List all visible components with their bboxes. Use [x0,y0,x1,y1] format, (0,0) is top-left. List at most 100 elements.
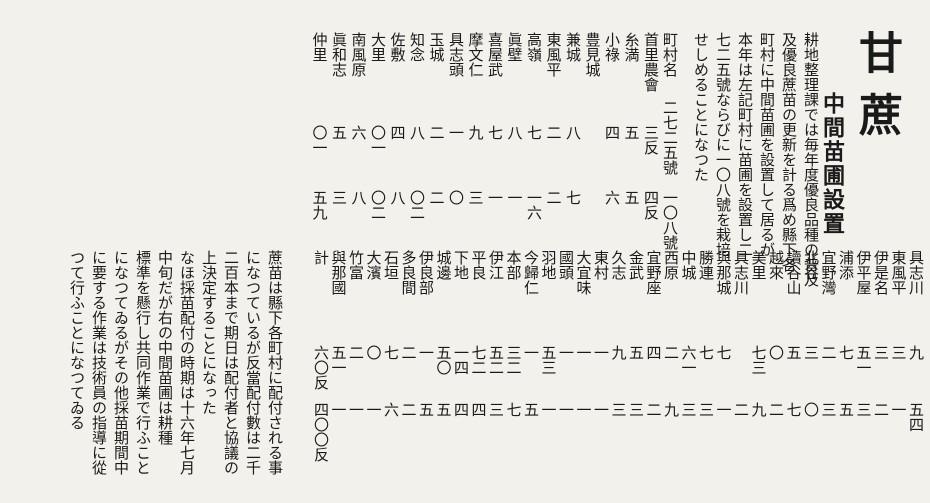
table-cell-v1: 〇 [364,345,383,360]
table-cell-place: 伊平屋 [854,250,873,295]
table-cell-place: 佐敷 [388,32,407,62]
closing-line: 二百本まで期日は配付者と協議の [222,250,240,475]
table-cell-v1: 五二 [487,345,505,375]
table-cell-v2: 五九 [310,190,329,220]
table-cell-v1: 七 [697,345,715,360]
table-cell-v1: 六 [349,125,368,140]
table-cell-place: 大宜味 [574,250,593,295]
table-cell-v1: 二 [347,345,365,360]
table-cell-v2: 三 [697,402,715,417]
table-cell-v1: 九 [466,125,485,140]
table-cell-v2: 〇 [447,190,465,205]
closing-line: に要する作業は技術員の指導に從 [90,250,108,475]
table-cell-v1: 五一 [329,345,348,375]
table-cell-place: 大濱 [364,250,383,280]
table-cell-v1: 九 [907,345,925,360]
article-title: 甘蔗 [851,30,902,154]
intro-line: 及優良蔗苗の更新を計る爲め縣下各 [780,32,798,272]
table-cell-v2: 六 [382,402,400,417]
table-cell-place: 伊江 [487,250,505,280]
table-cell-v2: 七 [564,190,582,205]
top-table-header-col1: 二七二五號 [661,100,679,175]
table-cell-v2: 一 [557,402,575,417]
intro-line: せしめることになつた [692,32,710,182]
table-cell-v1: 三 [802,345,820,360]
table-cell-place: 中城 [679,250,698,280]
table-cell-v2: 一 [347,402,365,417]
table-cell-v1: 七 [486,125,504,140]
table-cell-place: 下地 [452,250,470,280]
table-cell-v2: 一 [592,402,610,417]
table-cell-v2: 一 [329,402,348,417]
table-cell-v2: 二 [732,402,750,417]
table-cell-v2: 七 [504,402,523,417]
closing-line: 上決定することになった [200,250,218,415]
table-cell-place: 今歸仁 [522,250,540,295]
closing-line: つて行ふことになつてゐる [68,250,86,430]
table-cell-v1: 一 [417,345,435,360]
table-cell-v2: 〇二 [369,190,387,220]
table-cell-v1: 七 [525,125,543,140]
table-cell-v2: 八 [349,190,368,205]
table-cell-place: 計 [312,250,330,265]
table-cell-v1: 八 [505,125,524,140]
table-cell-place: 具志川 [732,250,750,295]
top-table-header-col2: 一〇八號 [661,190,679,250]
table-cell-place: 東風平 [544,32,563,77]
table-cell-v1: 一 [574,345,593,360]
table-cell-place: 北谷 [802,250,820,280]
table-cell-place: 知念 [408,32,426,62]
table-cell-place: 美里 [749,250,768,280]
table-cell-v2: 四反 [642,190,660,220]
table-cell-v2: 五 [417,402,435,417]
table-cell-place: 勝連 [697,250,715,280]
table-cell-place: 具志川 [907,250,925,295]
table-cell-place: 宜野灣 [819,250,838,295]
table-cell-v1: 八 [408,125,426,140]
table-cell-v1: 三反 [642,125,660,155]
table-cell-v2: 〇 [802,402,820,417]
table-cell-v2: 一六 [525,190,543,220]
table-cell-place: 宜野座 [644,250,663,295]
table-cell-v1: 二 [427,125,446,140]
table-cell-place: 玉城 [427,32,446,62]
table-cell-v2: 一 [539,402,558,417]
table-cell-place: 眞和志 [330,32,348,77]
article-subtitle: 中間苗圃設置 [819,92,845,236]
table-cell-v2: 一 [889,402,908,417]
top-table-header-place: 町村名 [661,32,679,77]
table-cell-place: 首里農會 [642,32,660,92]
table-cell-v2: 一 [505,190,524,205]
intro-line: 耕地整理課では毎年度優良品種の普及 [802,32,820,287]
intro-line: 本年は左記町村に苗圃を設置し二 [736,32,754,257]
table-cell-v2: 一 [574,402,593,417]
table-cell-v1: 七 [837,345,855,360]
table-cell-place: 大里 [369,32,387,62]
table-cell-v1: 六一 [679,345,698,375]
table-cell-v2: 二 [767,402,785,417]
table-cell-v1: 一 [522,345,540,360]
table-cell-place: 南風原 [349,32,368,77]
table-cell-v1: 七三 [749,345,768,375]
table-cell-v1: 六〇反 [312,345,330,390]
table-cell-place: 城邊 [434,250,453,280]
table-cell-place: 伊是名 [872,250,890,295]
table-cell-v2: 一 [486,190,504,205]
table-cell-v2: 八 [388,190,407,205]
table-cell-place: 摩文仁 [466,32,485,77]
table-cell-v1: 五 [627,345,645,360]
table-cell-v2: 四〇〇反 [312,402,330,462]
table-cell-place: 越來 [767,250,785,280]
table-cell-v1: 〇一 [310,125,329,155]
table-cell-v2: 五四 [907,402,925,432]
table-cell-place: 羽地 [539,250,558,280]
closing-line: 蔗苗は縣下各町村に配付される事 [266,250,284,475]
table-cell-v2: 七 [784,402,803,417]
closing-line: 中旬だが右の中間苗圃は耕種 [156,250,174,445]
table-cell-v2: 三 [487,402,505,417]
table-cell-v1: 一四 [452,345,470,375]
table-cell-v2: 五 [837,402,855,417]
table-cell-v1: 二 [544,125,563,140]
table-cell-v1: 八 [564,125,582,140]
